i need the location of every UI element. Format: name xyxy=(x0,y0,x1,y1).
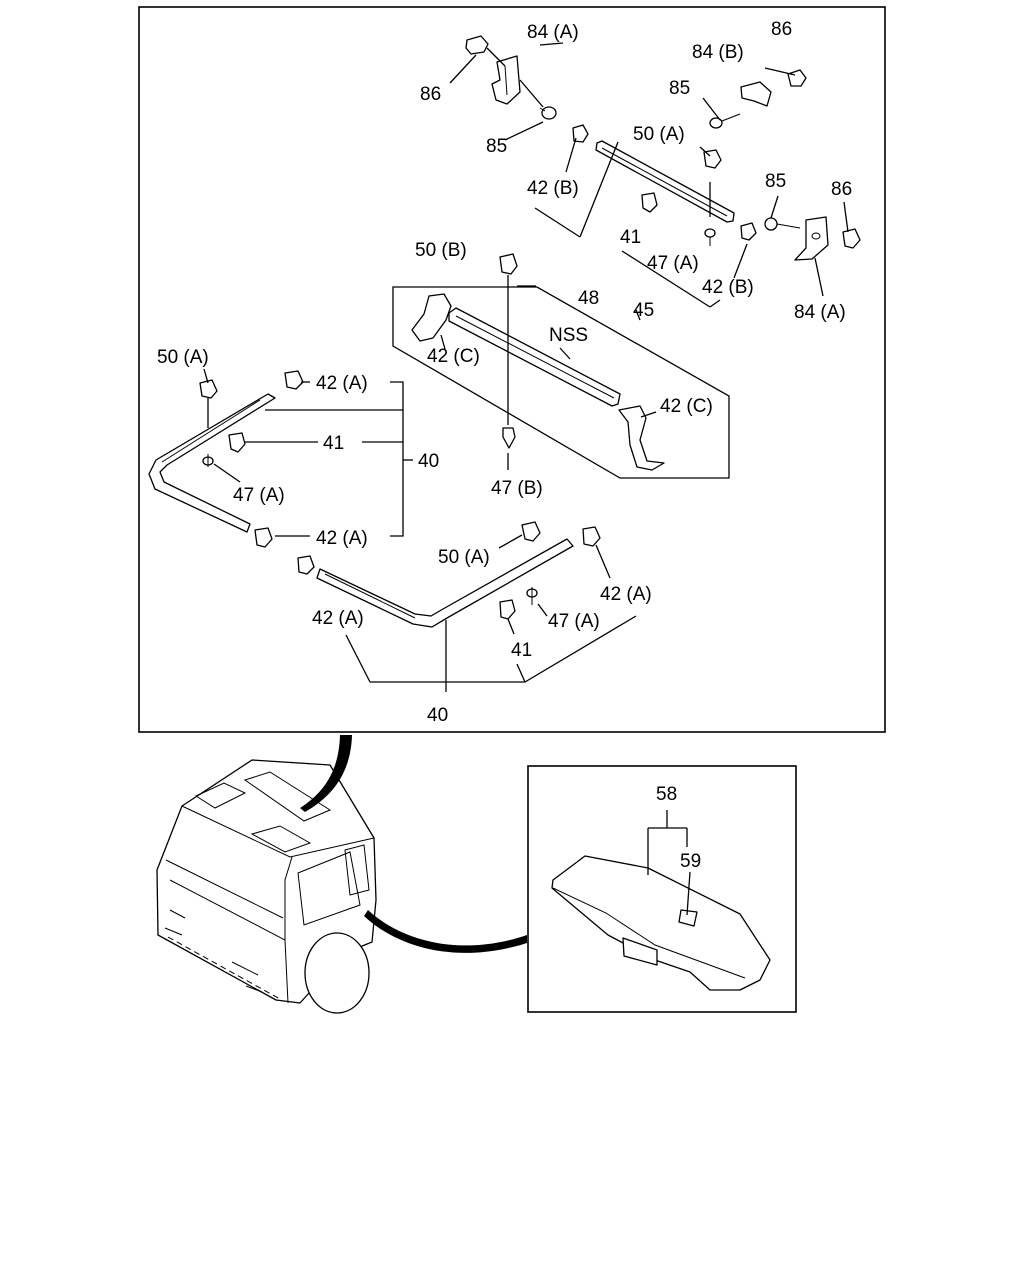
label-41-mid: 41 xyxy=(511,640,532,661)
clip-42a-bottom-left xyxy=(297,555,315,575)
clip-42a-bottom-right xyxy=(582,526,601,547)
label-84a-top: 84 (A) xyxy=(527,22,579,43)
rail-40-bottom xyxy=(316,538,574,628)
part-58-cover xyxy=(551,855,771,991)
label-47a-left: 47 (A) xyxy=(233,485,285,506)
inset-frame xyxy=(527,765,797,1013)
label-86-right: 86 xyxy=(831,179,852,200)
label-47b: 47 (B) xyxy=(491,478,543,499)
label-50b: 50 (B) xyxy=(415,240,467,261)
label-47a-top: 47 (A) xyxy=(647,253,699,274)
frame-45-outline xyxy=(392,286,730,479)
screw-47a-left xyxy=(202,454,214,467)
clip-42b-right xyxy=(740,222,757,241)
rail-48 xyxy=(595,140,735,223)
screw-47b xyxy=(502,427,516,449)
main-parts-frame xyxy=(138,6,886,733)
screw-85-right xyxy=(764,217,801,231)
clip-42a-left-bottom xyxy=(254,527,273,548)
label-86-top: 86 xyxy=(420,84,441,105)
label-86-right-top: 86 xyxy=(771,19,792,40)
label-42a-left-bottom: 42 (A) xyxy=(316,528,368,549)
label-48: 48 xyxy=(578,288,599,309)
rail-40-left xyxy=(148,393,276,533)
label-59: 59 xyxy=(680,851,701,872)
clip-50a-left xyxy=(199,379,218,399)
clip-86-right-top xyxy=(787,69,807,87)
clip-41-left xyxy=(228,432,246,453)
clip-86-top xyxy=(465,35,489,55)
label-45: 45 xyxy=(633,300,654,321)
clip-42b-top xyxy=(572,124,589,143)
label-58: 58 xyxy=(656,784,677,805)
clip-50b xyxy=(499,253,518,275)
label-40-left: 40 xyxy=(418,451,439,472)
screw-85-mid xyxy=(709,113,741,129)
label-84a-right: 84 (A) xyxy=(794,302,846,323)
bracket-84a-right xyxy=(794,216,829,261)
label-41-top: 41 xyxy=(620,227,641,248)
screw-47a-mid xyxy=(526,587,538,605)
bracket-84b xyxy=(740,81,772,107)
label-42a-left-top: 42 (A) xyxy=(316,373,368,394)
label-40-bottom: 40 xyxy=(427,705,448,726)
label-42a-bottom-left: 42 (A) xyxy=(312,608,364,629)
clip-41-top xyxy=(641,192,658,213)
label-42c-left: 42 (C) xyxy=(427,346,480,367)
screw-85-top xyxy=(539,106,557,120)
label-50a-top: 50 (A) xyxy=(633,124,685,145)
bracket-42c-left xyxy=(411,293,452,342)
clip-41-mid xyxy=(499,599,516,620)
label-50a-left: 50 (A) xyxy=(157,347,209,368)
label-47a-mid: 47 (A) xyxy=(548,611,600,632)
label-42a-bottom-right: 42 (A) xyxy=(600,584,652,605)
truck-cab-illustration xyxy=(156,759,377,1014)
label-85-mid: 85 xyxy=(669,78,690,99)
label-85-right: 85 xyxy=(765,171,786,192)
clip-42a-left-top xyxy=(284,370,304,390)
label-42b-right: 42 (B) xyxy=(702,277,754,298)
label-42b-left: 42 (B) xyxy=(527,178,579,199)
label-84b: 84 (B) xyxy=(692,42,744,63)
label-85-top: 85 xyxy=(486,136,507,157)
pointer-arrow-right xyxy=(364,910,527,953)
label-41-left: 41 xyxy=(323,433,344,454)
label-nss: NSS xyxy=(549,325,588,346)
screw-47a-top xyxy=(704,228,716,246)
clip-50a-mid xyxy=(521,521,541,542)
rail-nss xyxy=(448,307,621,407)
label-42c-right: 42 (C) xyxy=(660,396,713,417)
clip-86-right xyxy=(842,228,861,249)
label-50a-mid: 50 (A) xyxy=(438,547,490,568)
bracket-84a-top xyxy=(491,55,521,105)
pointer-arrow-top xyxy=(300,735,352,812)
bracket-42c-right xyxy=(618,405,665,471)
